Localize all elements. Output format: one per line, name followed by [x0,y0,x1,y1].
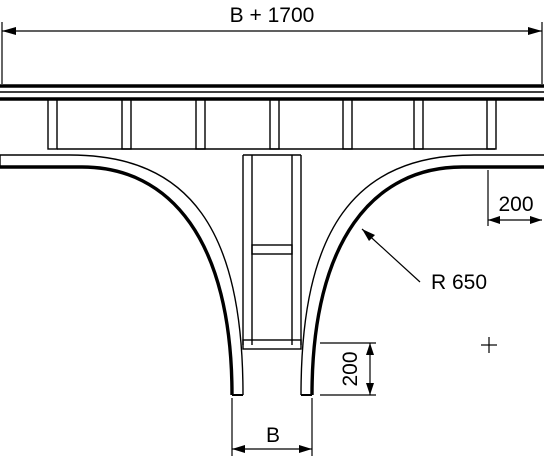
center-mark [481,337,497,353]
radius-label: R 650 [431,271,487,294]
dimension-total-width: B + 1700 [1,4,543,84]
side-offset-label: 200 [498,193,533,216]
top-rail [0,84,544,101]
dimension-radius: R 650 [361,228,487,294]
ladder-rungs [47,98,497,150]
branch-ladder [242,154,302,350]
left-rail-curve [0,148,495,396]
dimension-branch-offset: 200 [320,342,376,396]
branch-width-label: B [266,424,280,447]
right-rail-curve [300,154,544,396]
dimension-side-offset: 200 [487,170,542,226]
branch-offset-label: 200 [339,351,362,386]
total-width-label: B + 1700 [230,4,315,27]
dimension-branch-width: B [231,398,313,456]
